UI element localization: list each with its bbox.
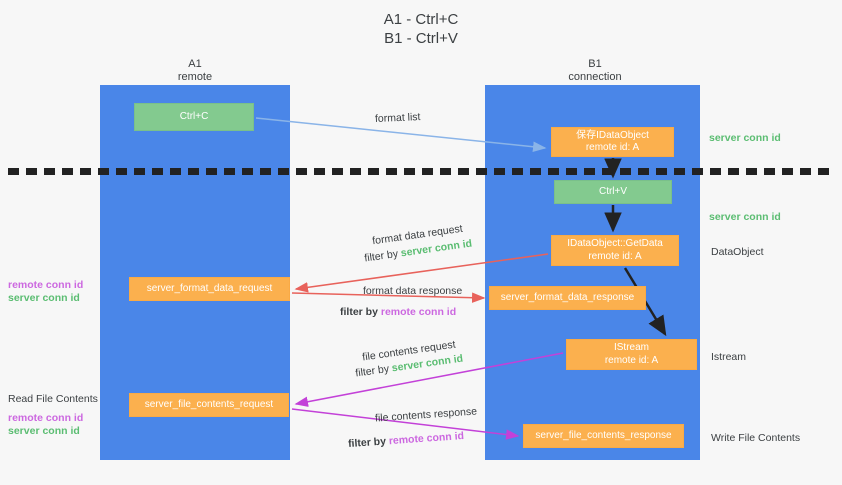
arrow-format-data-request bbox=[294, 253, 549, 293]
column-header-b1: B1 connection bbox=[568, 58, 622, 83]
arrow-format-data-response bbox=[291, 292, 486, 303]
annotation-conn-ids-bottom: remote conn id server conn id bbox=[8, 412, 83, 438]
annotation-write-file-contents: Write File Contents bbox=[711, 432, 801, 444]
box-save-idataobject[interactable]: 保存IDataObject remote id: A bbox=[551, 127, 674, 157]
label-format-list: format list bbox=[374, 111, 421, 125]
column-header-a1: A1 remote bbox=[177, 58, 213, 83]
arrow-file-contents-response bbox=[291, 408, 520, 440]
arrow-format-list bbox=[255, 117, 547, 152]
dashed-separator-line bbox=[8, 168, 834, 175]
filter-by-text: filter by bbox=[340, 306, 378, 318]
remote-conn-id-text: remote conn id bbox=[380, 306, 457, 318]
box-ctrl-c[interactable]: Ctrl+C bbox=[134, 103, 254, 131]
arrow-file-contents-request bbox=[294, 352, 564, 407]
box-server-file-contents-request[interactable]: server_file_contents_request bbox=[129, 393, 289, 417]
remote-conn-id-text: remote conn id bbox=[8, 412, 84, 424]
label-filter-by-remote-conn-1: filter by remote conn id bbox=[340, 306, 456, 319]
box-server-format-data-response[interactable]: server_format_data_response bbox=[489, 286, 646, 310]
box-idataobject-getdata[interactable]: IDataObject::GetData remote id: A bbox=[551, 235, 679, 266]
box-istream[interactable]: IStream remote id: A bbox=[566, 339, 697, 370]
box-ctrl-v[interactable]: Ctrl+V bbox=[554, 180, 672, 204]
filter-by-text: filter by bbox=[347, 435, 387, 451]
annotation-istream: Istream bbox=[711, 351, 747, 363]
annotation-server-conn-id-mid: server conn id bbox=[709, 211, 781, 223]
server-conn-id-text: server conn id bbox=[8, 425, 80, 437]
label-format-data-response: format data response bbox=[363, 285, 463, 297]
box-server-file-contents-response[interactable]: server_file_contents_response bbox=[523, 424, 684, 448]
annotation-server-conn-id-top: server conn id bbox=[709, 132, 781, 144]
annotation-read-file-contents: Read File Contents bbox=[8, 393, 98, 405]
annotation-conn-ids-top: remote conn id server conn id bbox=[8, 279, 83, 305]
annotation-dataobject: DataObject bbox=[711, 246, 764, 258]
page-title: A1 - Ctrl+C B1 - Ctrl+V bbox=[383, 11, 459, 47]
server-conn-id-text: server conn id bbox=[8, 292, 80, 304]
box-server-format-data-request[interactable]: server_format_data_request bbox=[129, 277, 290, 301]
remote-conn-id-text: remote conn id bbox=[8, 279, 84, 291]
